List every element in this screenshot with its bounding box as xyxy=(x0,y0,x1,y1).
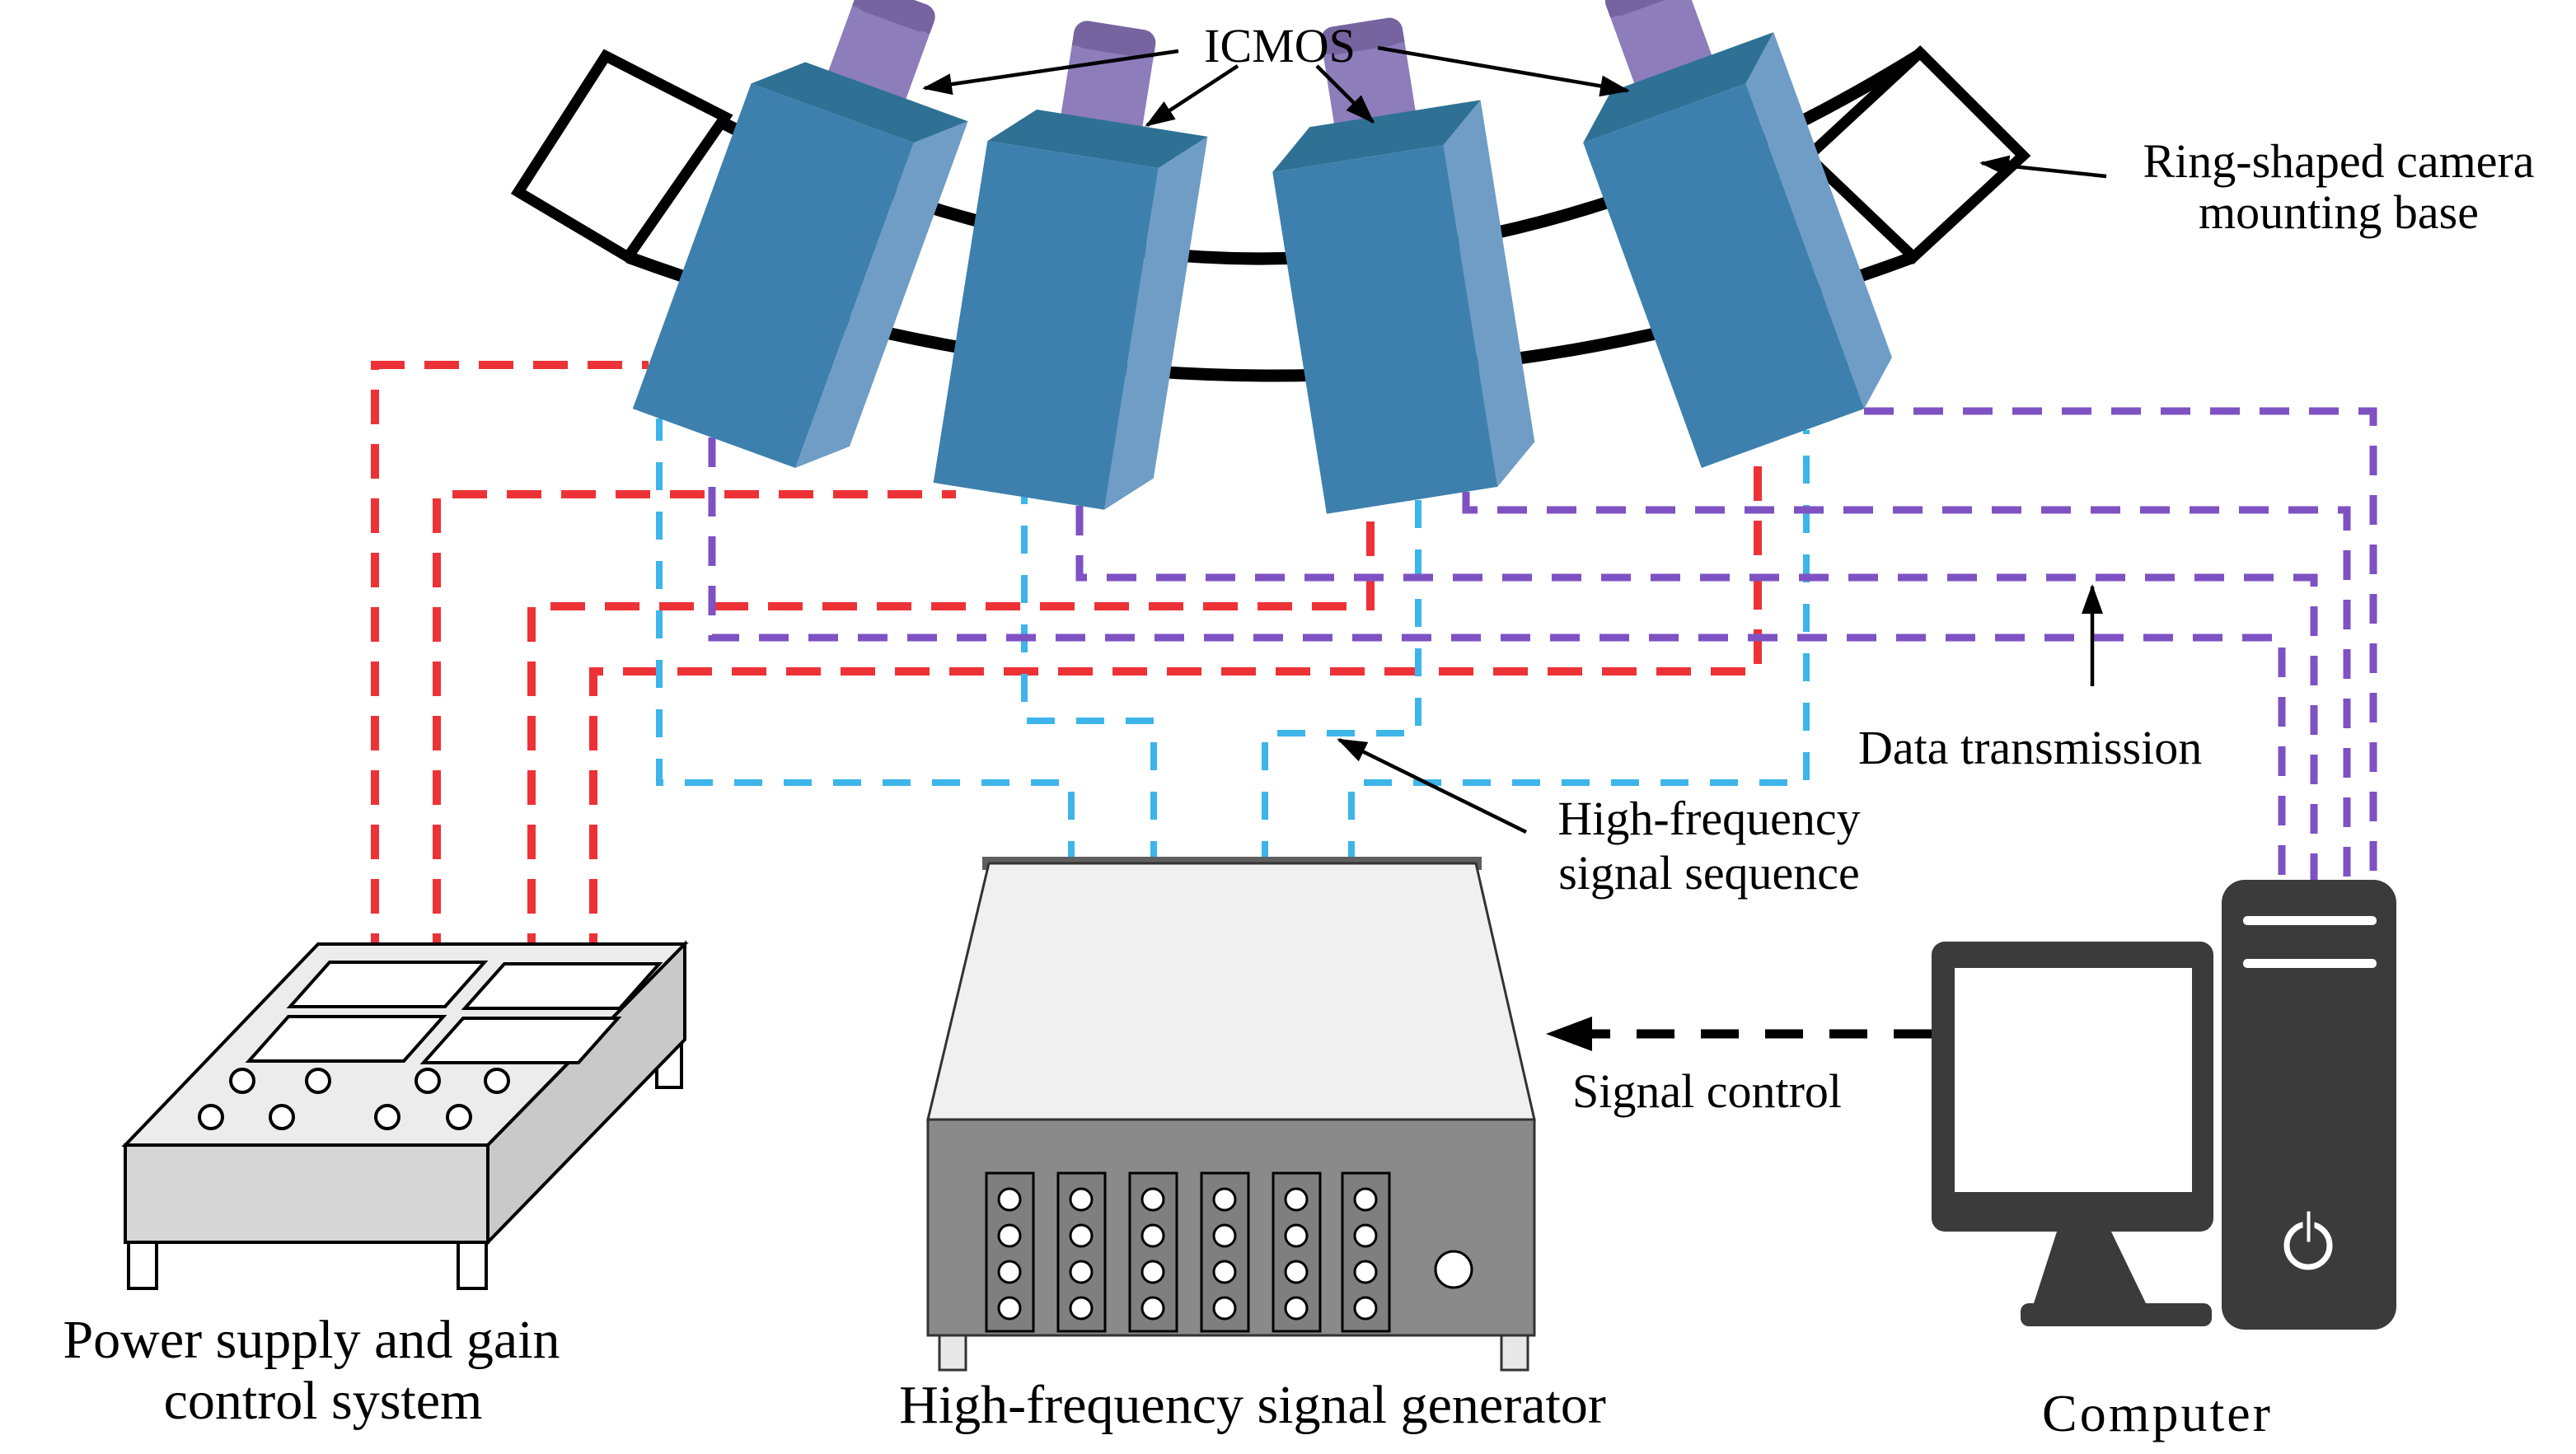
signal-wires xyxy=(656,418,1810,869)
power-wires xyxy=(371,361,1762,968)
hf-sequence-arrow xyxy=(1337,737,1527,835)
tower-vent-1 xyxy=(2243,916,2377,925)
signal-wire-camera-3 xyxy=(1262,499,1421,869)
icmos-arrow-2 xyxy=(1145,64,1239,127)
camera-4 xyxy=(1537,0,1906,468)
data-wire-camera-2 xyxy=(1075,506,2318,890)
power-supply-display-2 xyxy=(461,962,663,1010)
generator-label: High-frequency signal generator xyxy=(899,1375,1606,1435)
hf-sequence-label-line1: High-frequency xyxy=(1557,792,1860,845)
power-supply-foot-right xyxy=(457,1241,488,1290)
power-supply-device xyxy=(121,940,689,1290)
signal-wire-camera-4 xyxy=(1348,430,1810,869)
power-supply-knobs xyxy=(198,1068,510,1130)
monitor-screen xyxy=(1955,968,2192,1192)
generator-foot-left xyxy=(938,1334,967,1372)
icmos-arrow-1 xyxy=(922,49,1179,96)
power-supply-label-line1: Power supply and gain xyxy=(63,1310,560,1370)
power-wire-camera-3 xyxy=(527,511,1375,968)
power-supply-display-1 xyxy=(286,961,489,1008)
tower-case xyxy=(2222,880,2396,1330)
generator-knob xyxy=(1434,1250,1473,1289)
hf-sequence-label-line2: signal sequence xyxy=(1558,846,1860,900)
power-supply-display-4 xyxy=(419,1017,622,1064)
icmos-label: ICMOS xyxy=(1204,19,1356,72)
signal-control-label: Signal control xyxy=(1572,1064,1842,1118)
icmos-arrow-4 xyxy=(1377,45,1630,97)
power-supply-foot-left xyxy=(127,1241,158,1290)
data-wire-camera-1 xyxy=(708,437,2286,890)
icmos-arrow-3 xyxy=(1315,64,1375,124)
labels: ICMOS Ring-shaped camera mounting base D… xyxy=(63,19,2534,1442)
ring-label-line2: mounting base xyxy=(2199,185,2479,239)
power-supply-front-face xyxy=(124,1143,489,1244)
signal-generator-device xyxy=(926,857,1536,1372)
generator-top-face xyxy=(926,862,1536,1121)
data-wire-camera-4 xyxy=(1864,407,2377,890)
monitor-stand-base xyxy=(2021,1303,2212,1326)
ring-label-arrow xyxy=(1979,155,2107,179)
camera-2 xyxy=(933,8,1223,517)
data-transmission-label: Data transmission xyxy=(1858,721,2202,774)
power-wire-camera-4 xyxy=(589,449,1762,968)
power-icon xyxy=(2283,1207,2333,1270)
data-wires xyxy=(708,407,2377,890)
annotation-arrows xyxy=(922,45,2107,1051)
ring-label-line1: Ring-shaped camera xyxy=(2143,134,2534,188)
computer-device xyxy=(1932,880,2396,1330)
tower-vent-2 xyxy=(2243,959,2377,968)
power-supply-label-line2: control system xyxy=(164,1371,483,1431)
data-wire-camera-3 xyxy=(1462,492,2351,890)
power-wire-camera-2 xyxy=(433,490,956,968)
camera-3 xyxy=(1251,5,1541,514)
generator-foot-right xyxy=(1500,1334,1529,1372)
signal-wire-camera-2 xyxy=(1021,497,1157,869)
generator-connector-strips xyxy=(985,1171,1391,1333)
computer-label: Computer xyxy=(2042,1384,2273,1442)
ring-left-cap xyxy=(510,49,733,264)
power-wire-camera-1 xyxy=(371,361,649,968)
power-supply-display-3 xyxy=(245,1015,447,1063)
monitor-stand-neck xyxy=(2034,1232,2146,1303)
ring-right-cap xyxy=(1800,44,2031,264)
